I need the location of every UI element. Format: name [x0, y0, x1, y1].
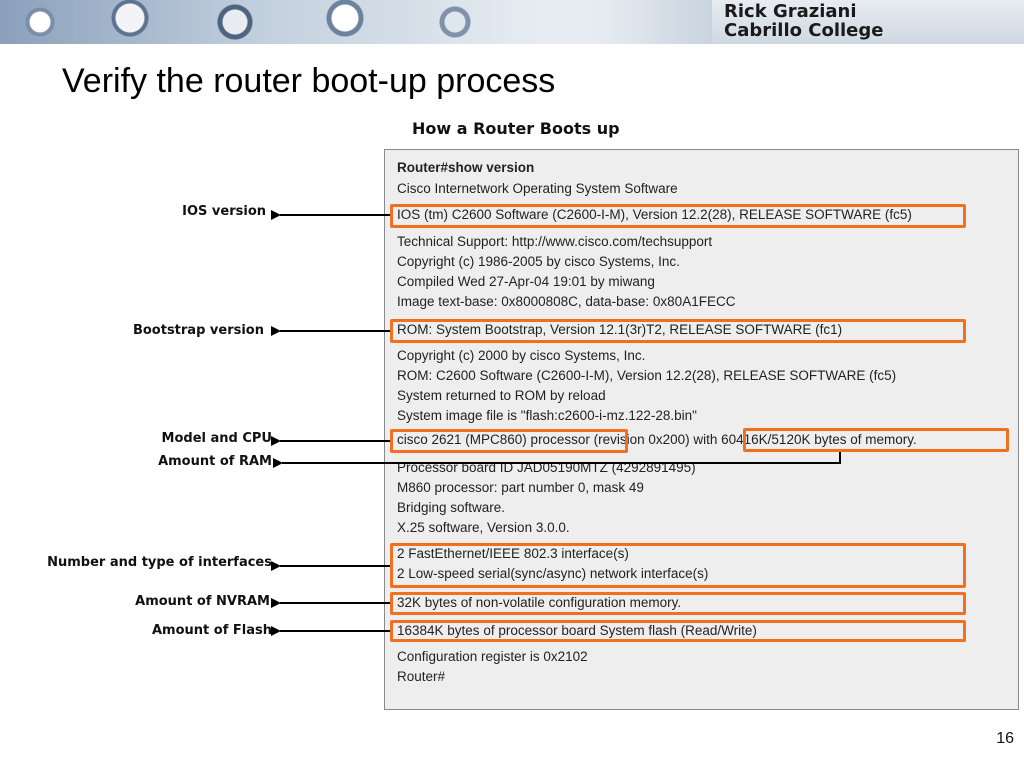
- label-interfaces: Number and type of interfaces: [47, 555, 272, 570]
- terminal-line: ROM: C2600 Software (C2600-I-M), Version…: [397, 368, 897, 383]
- terminal-line: Router#: [397, 669, 446, 684]
- flash-highlight: [390, 620, 966, 642]
- terminal-line: Copyright (c) 2000 by cisco Systems, Inc…: [397, 348, 646, 363]
- label-amount-of-nvram: Amount of NVRAM: [135, 594, 270, 609]
- label-amount-of-ram: Amount of RAM: [158, 454, 272, 469]
- terminal-line: Configuration register is 0x2102: [397, 649, 588, 664]
- author-name: Rick Graziani: [724, 1, 857, 22]
- diagram-title: How a Router Boots up: [412, 119, 620, 138]
- terminal-line: M860 processor: part number 0, mask 49: [397, 480, 644, 495]
- label-bootstrap-version: Bootstrap version: [132, 323, 264, 338]
- header-text: Rick Graziani Cabrillo College: [724, 2, 883, 40]
- terminal-line-nvram: 32K bytes of non-volatile configuration …: [397, 595, 682, 610]
- terminal-line: Cisco Internetwork Operating System Soft…: [397, 181, 678, 196]
- header-photo: [0, 0, 660, 44]
- terminal-line-interfaces: 2 Low-speed serial(sync/async) network i…: [397, 566, 709, 581]
- terminal-line: Bridging software.: [397, 500, 506, 515]
- terminal-line: Compiled Wed 27-Apr-04 19:01 by miwang: [397, 274, 655, 289]
- institution-name: Cabrillo College: [724, 20, 884, 41]
- nvram-highlight: [390, 592, 966, 615]
- terminal-line: Technical Support: http://www.cisco.com/…: [397, 234, 713, 249]
- label-ios-version: IOS version: [182, 204, 266, 219]
- terminal-line-flash: 16384K bytes of processor board System f…: [397, 623, 757, 638]
- terminal-line: X.25 software, Version 3.0.0.: [397, 520, 570, 535]
- header-nameplate: [712, 0, 1024, 44]
- label-model-cpu: Model and CPU: [161, 431, 272, 446]
- label-amount-of-flash: Amount of Flash: [151, 623, 272, 638]
- terminal-line: Image text-base: 0x8000808C, data-base: …: [397, 294, 736, 309]
- ios-version-highlight: [390, 204, 966, 228]
- ram-highlight: [743, 428, 1009, 452]
- terminal-line-bootstrap: ROM: System Bootstrap, Version 12.1(3r)T…: [397, 322, 843, 337]
- terminal-line-model-cpu: cisco 2621 (MPC860) processor (revision …: [397, 432, 917, 447]
- model-cpu-highlight: [390, 429, 628, 453]
- terminal-line: System image file is "flash:c2600-i-mz.1…: [397, 408, 697, 423]
- terminal-line-interfaces: 2 FastEthernet/IEEE 802.3 interface(s): [397, 546, 629, 561]
- terminal-line-ios-version: IOS (tm) C2600 Software (C2600-I-M), Ver…: [397, 207, 912, 222]
- page-number: 16: [996, 730, 1014, 747]
- terminal-line: Router#show version: [397, 160, 535, 175]
- header-banner: Rick Graziani Cabrillo College: [0, 0, 1024, 44]
- arrow-ram-connector: [273, 452, 841, 468]
- bootstrap-version-highlight: [390, 319, 966, 343]
- slide-title: Verify the router boot-up process: [62, 62, 556, 100]
- terminal-line: Copyright (c) 1986-2005 by cisco Systems…: [397, 254, 680, 269]
- interfaces-highlight: [390, 543, 966, 588]
- terminal-line: System returned to ROM by reload: [397, 388, 606, 403]
